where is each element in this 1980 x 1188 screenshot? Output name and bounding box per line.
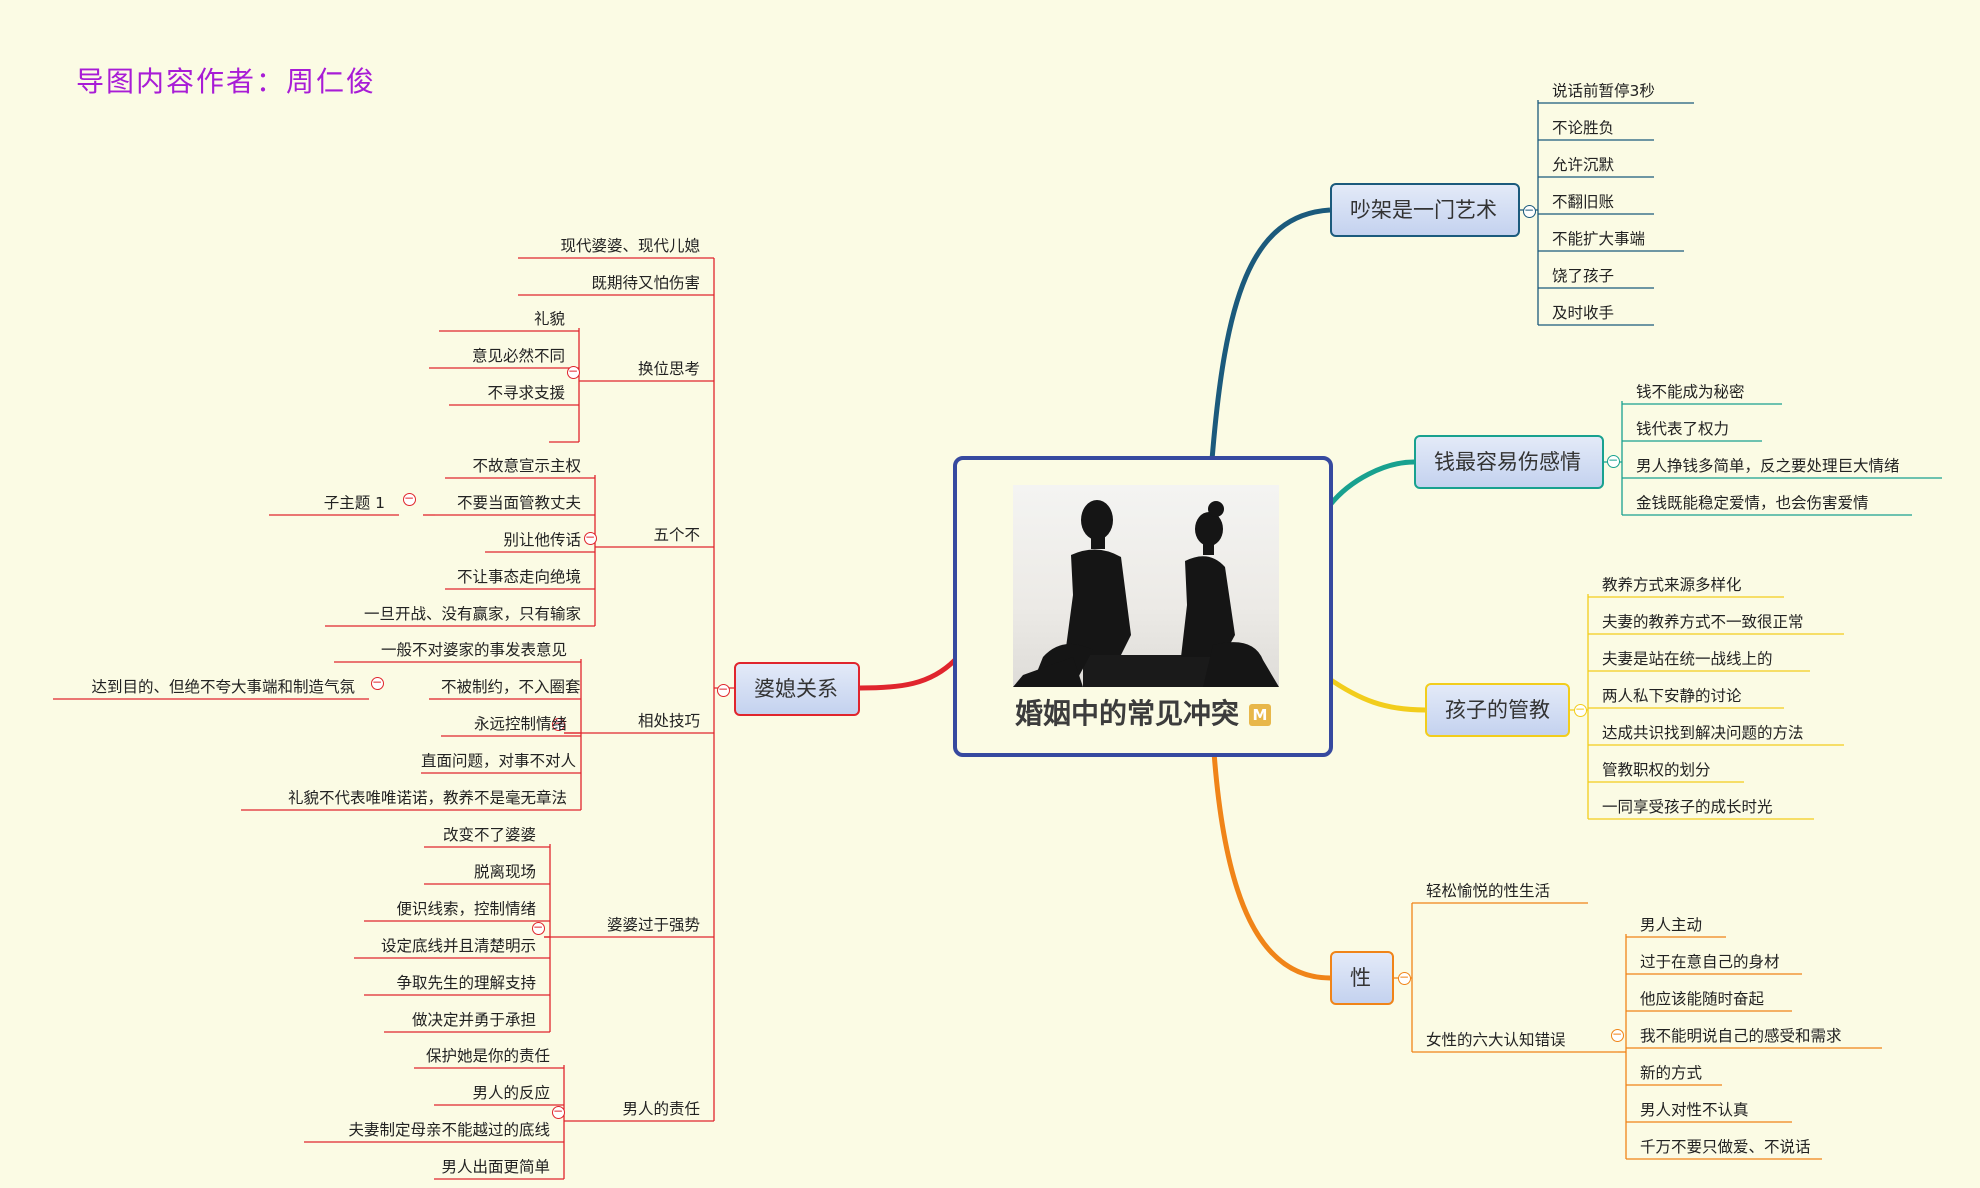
subtopic[interactable]: 过于在意自己的身材	[1640, 953, 1780, 971]
subtopic[interactable]: 相处技巧	[637, 712, 700, 730]
topic-money[interactable]: 钱最容易伤感情	[1414, 435, 1604, 489]
topic-argue-art[interactable]: 吵架是一门艺术	[1330, 183, 1520, 237]
subtopic[interactable]: 钱代表了权力	[1636, 420, 1730, 438]
subtopic[interactable]: 说话前暂停3秒	[1552, 82, 1655, 100]
subtopic[interactable]: 做决定并勇于承担	[411, 1011, 536, 1029]
subtopic[interactable]: 夫妻的教养方式不一致很正常	[1602, 613, 1804, 631]
couple-silhouette-image	[1013, 485, 1279, 687]
subtopic[interactable]: 金钱既能稳定爱情，也会伤害爱情	[1636, 494, 1869, 512]
subtopic[interactable]: 达成共识找到解决问题的方法	[1602, 724, 1804, 742]
subtopic[interactable]: 直面问题，对事不对人	[421, 752, 577, 770]
subtopic[interactable]: 脱离现场	[473, 863, 536, 881]
subtopic[interactable]: 男人的反应	[472, 1084, 550, 1102]
subtopic[interactable]: 男人出面更简单	[441, 1158, 550, 1176]
subtopic[interactable]: 男人的责任	[622, 1100, 700, 1118]
subtopic[interactable]: 便识线索，控制情绪	[396, 900, 536, 918]
subtopic[interactable]: 管教职权的划分	[1602, 761, 1711, 779]
subtopic[interactable]: 夫妻是站在统一战线上的	[1602, 650, 1773, 668]
subtopic[interactable]: 不让事态走向绝境	[456, 568, 581, 586]
subtopic[interactable]: 教养方式来源多样化	[1602, 576, 1742, 594]
collapse-toggle-icon[interactable]: −	[716, 681, 730, 697]
collapse-toggle-icon[interactable]: −	[402, 490, 416, 506]
collapse-toggle-icon[interactable]: −	[551, 715, 565, 731]
subtopic[interactable]: 男人主动	[1640, 916, 1703, 934]
subtopic[interactable]: 现代婆婆、现代儿媳	[560, 237, 700, 255]
subtopic[interactable]: 设定底线并且清楚明示	[380, 937, 536, 955]
subtopic[interactable]: 不要当面管教丈夫	[456, 494, 581, 512]
subtopic[interactable]: 意见必然不同	[471, 347, 565, 365]
subtopic[interactable]: 改变不了婆婆	[442, 826, 536, 844]
collapse-toggle-icon[interactable]: −	[1610, 1026, 1624, 1042]
subtopic[interactable]: 既期待又怕伤害	[591, 274, 700, 292]
collapse-toggle-icon[interactable]: −	[370, 674, 384, 690]
collapse-toggle-icon[interactable]: −	[1573, 701, 1587, 717]
collapse-toggle-icon[interactable]: −	[583, 529, 597, 545]
subtopic[interactable]: 钱不能成为秘密	[1636, 383, 1745, 401]
subtopic[interactable]: 夫妻制定母亲不能越过的底线	[348, 1121, 550, 1139]
collapse-toggle-icon[interactable]: −	[1522, 202, 1536, 218]
subtopic[interactable]: 男人挣钱多简单，反之要处理巨大情绪	[1636, 457, 1900, 475]
subtopic[interactable]: 礼貌不代表唯唯诺诺，教养不是毫无章法	[287, 789, 567, 807]
subtopic[interactable]: 轻松愉悦的性生活	[1426, 882, 1551, 900]
subtopic[interactable]: 我不能明说自己的感受和需求	[1640, 1027, 1842, 1045]
subtopic[interactable]: 不论胜负	[1552, 119, 1615, 137]
subtopic[interactable]: 千万不要只做爱、不说话	[1640, 1138, 1811, 1156]
subtopic[interactable]: 不被制约，不入圈套	[441, 678, 581, 696]
subtopic[interactable]: 礼貌	[533, 310, 565, 328]
topic-sex[interactable]: 性	[1330, 951, 1394, 1005]
subtopic[interactable]: 一旦开战、没有赢家，只有输家	[363, 605, 581, 623]
subtopic[interactable]: 不故意宣示主权	[472, 457, 581, 475]
subtopic[interactable]: 及时收手	[1552, 304, 1615, 322]
subtopic[interactable]: 男人对性不认真	[1640, 1101, 1749, 1119]
subtopic[interactable]: 一同享受孩子的成长时光	[1602, 798, 1773, 816]
subtopic[interactable]: 子主题 1	[323, 494, 385, 512]
subtopic[interactable]: 保护她是你的责任	[425, 1047, 550, 1065]
subtopic[interactable]: 永远控制情绪	[473, 715, 567, 733]
collapse-toggle-icon[interactable]: −	[566, 363, 580, 379]
subtopic[interactable]: 新的方式	[1640, 1064, 1703, 1082]
subtopic[interactable]: 别让他传话	[503, 531, 581, 549]
subtopic[interactable]: 争取先生的理解支持	[396, 974, 536, 992]
branch-curve	[1211, 751, 1331, 981]
subtopic[interactable]: 达到目的、但绝不夸大事端和制造气氛	[91, 678, 355, 696]
subtopic[interactable]: 他应该能随时奋起	[1640, 990, 1765, 1008]
topic-child-discipline[interactable]: 孩子的管教	[1425, 683, 1570, 737]
subtopic[interactable]: 换位思考	[637, 360, 700, 378]
branch-curve	[859, 658, 957, 691]
topic-in-laws[interactable]: 婆媳关系	[734, 662, 860, 716]
collapse-toggle-icon[interactable]: −	[551, 1103, 565, 1119]
collapse-toggle-icon[interactable]: −	[531, 919, 545, 935]
mindmap-icon: M	[1249, 704, 1271, 726]
subtopic[interactable]: 不能扩大事端	[1552, 230, 1646, 248]
subtopic[interactable]: 饶了孩子	[1552, 267, 1615, 285]
subtopic[interactable]: 五个不	[653, 526, 700, 544]
subtopic[interactable]: 婆婆过于强势	[606, 916, 700, 934]
subtopic[interactable]: 不翻旧账	[1552, 193, 1615, 211]
subtopic[interactable]: 不寻求支援	[487, 384, 565, 402]
subtopic[interactable]: 允许沉默	[1552, 156, 1615, 174]
author-credit: 导图内容作者：周仁俊	[76, 65, 377, 98]
branch-curve	[1209, 207, 1331, 461]
collapse-toggle-icon[interactable]: −	[1397, 969, 1411, 985]
subtopic[interactable]: 两人私下安静的讨论	[1602, 687, 1742, 705]
branch-curve	[1326, 675, 1426, 713]
collapse-toggle-icon[interactable]: −	[1606, 452, 1620, 468]
subtopic[interactable]: 女性的六大认知错误	[1426, 1031, 1566, 1049]
subtopic[interactable]: 一般不对婆家的事发表意见	[380, 641, 567, 659]
branch-curve	[1328, 459, 1415, 507]
